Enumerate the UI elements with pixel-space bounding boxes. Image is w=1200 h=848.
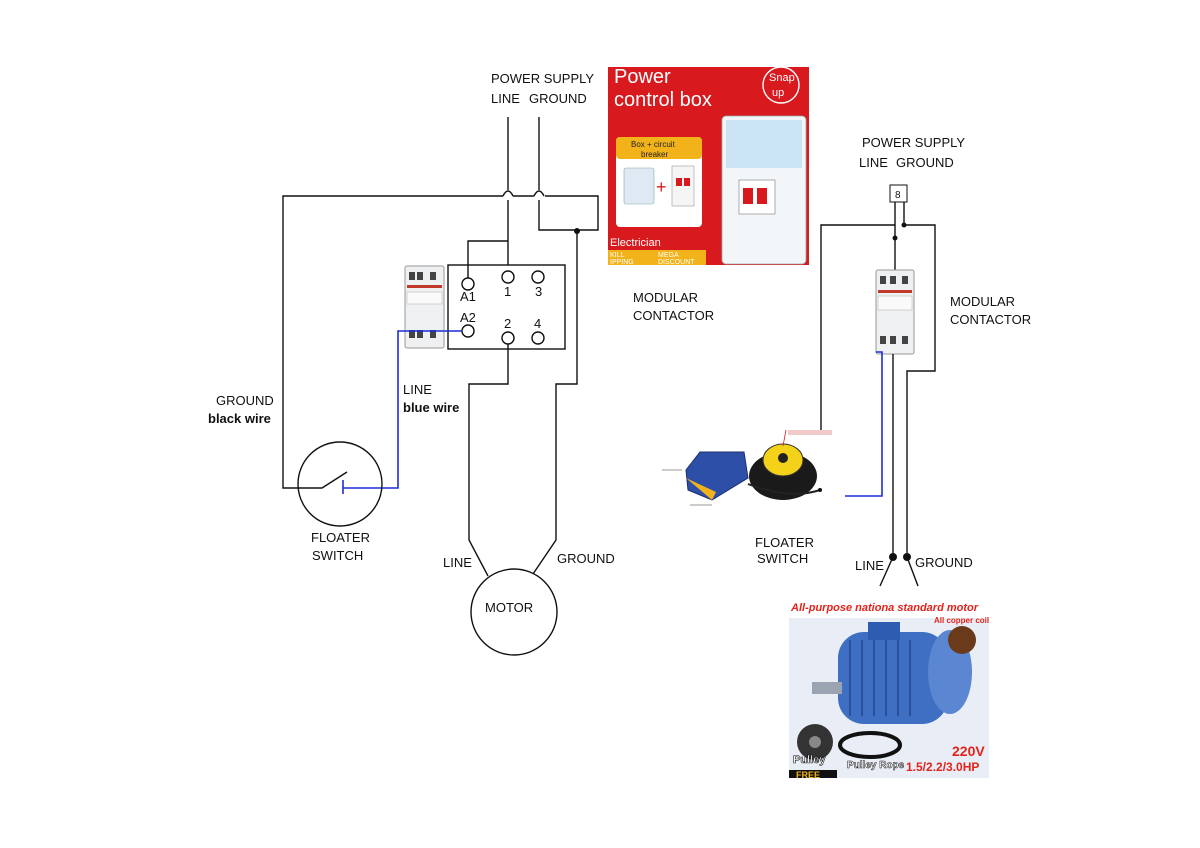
- card-caption-2: breaker: [641, 150, 668, 159]
- left-power-supply-line: LINE: [491, 91, 520, 106]
- free-label: FREE: [796, 770, 820, 780]
- power-control-box-ad: Power control box Snap up Box + circuit …: [608, 66, 809, 266]
- supply-ground-wire: [538, 117, 599, 231]
- right-floater-label-2: SWITCH: [757, 551, 808, 566]
- svg-text:IPPING: IPPING: [610, 259, 634, 266]
- ground-wire-label: GROUND: [216, 393, 274, 408]
- ad-footer-left: Electrician: [610, 237, 661, 249]
- label-a1: A1: [460, 289, 476, 304]
- left-power-supply-title: POWER SUPPLY: [491, 71, 594, 86]
- label-2: 2: [504, 316, 511, 331]
- motor-line-wire: [468, 344, 509, 577]
- terminal-3: [531, 270, 545, 284]
- right-motor-line-label: LINE: [855, 558, 884, 573]
- svg-text:+: +: [656, 177, 667, 197]
- motor-symbol: [470, 568, 558, 656]
- line-wire-color: blue wire: [403, 400, 459, 415]
- left-schematic: POWER SUPPLY LINE GROUND A1 1 3 A2 2 4: [208, 71, 714, 656]
- line-crossover: [502, 190, 514, 197]
- left-power-supply-ground: GROUND: [529, 91, 587, 106]
- terminal-1: [501, 270, 515, 284]
- label-3: 3: [535, 284, 542, 299]
- motor-line-label: LINE: [443, 555, 472, 570]
- line-blue-wire: [343, 330, 462, 489]
- right-motor-ground-label: GROUND: [915, 555, 973, 570]
- contactor-photo: [404, 265, 445, 349]
- ad-title-1: Power: [614, 66, 671, 88]
- floater-label-1: FLOATER: [311, 530, 370, 545]
- badge-line-1: Snap: [769, 72, 795, 84]
- ground-wire-color: black wire: [208, 411, 271, 426]
- motor-ad: All-purpose nationa standard motor All c…: [789, 592, 989, 780]
- floater-switch-photo: [640, 429, 845, 527]
- left-contactor-label-2: CONTACTOR: [633, 308, 714, 323]
- svg-text:8: 8: [895, 190, 901, 201]
- card-caption-1: Box + circuit: [631, 140, 676, 149]
- motor-ad-sub: All copper coil: [934, 616, 989, 625]
- motor-ad-headline: All-purpose nationa standard motor: [790, 602, 979, 614]
- right-power-supply-line: LINE: [859, 155, 888, 170]
- power-rating-label: 1.5/2.2/3.0HP: [906, 760, 979, 774]
- terminal-a1: [461, 277, 475, 291]
- left-contactor-label-1: MODULAR: [633, 290, 698, 305]
- right-floater-label-1: FLOATER: [755, 535, 814, 550]
- right-ground-wire: [820, 224, 895, 487]
- svg-text:DISCOUNT: DISCOUNT: [658, 259, 695, 266]
- motor-ground-wire: [532, 231, 578, 575]
- motor-ground-label: GROUND: [557, 551, 615, 566]
- svg-text:MEGA: MEGA: [658, 252, 679, 259]
- ground-black-wire: [282, 195, 503, 489]
- snap-up-badge: [762, 66, 800, 104]
- line-wire-label: LINE: [403, 382, 432, 397]
- right-contactor-label-1: MODULAR: [950, 294, 1015, 309]
- right-contactor-photo: [875, 269, 915, 355]
- pulley-rope-label: Pulley Rope: [847, 760, 905, 771]
- right-contactor-label-2: CONTACTOR: [950, 312, 1031, 327]
- label-4: 4: [534, 316, 541, 331]
- right-blue-wire: [820, 351, 883, 497]
- floater-label-2: SWITCH: [312, 548, 363, 563]
- label-a2: A2: [460, 310, 476, 325]
- motor-label: MOTOR: [485, 600, 533, 615]
- floater-switch-symbol: [297, 441, 383, 527]
- power-plug: [889, 184, 908, 203]
- ad-title-2: control box: [614, 89, 712, 111]
- right-motor-ground-wire: [904, 224, 936, 557]
- svg-text:KILL: KILL: [610, 252, 625, 259]
- right-schematic: POWER SUPPLY LINE GROUND 8 MODULAR CONTA…: [640, 135, 1031, 587]
- terminal-2: [501, 331, 515, 345]
- voltage-label: 220V: [952, 743, 985, 759]
- terminal-a2: [461, 324, 475, 338]
- pulley-label: Pulley: [793, 754, 826, 766]
- label-1: 1: [504, 284, 511, 299]
- right-power-supply-ground: GROUND: [896, 155, 954, 170]
- badge-line-2: up: [772, 87, 784, 99]
- a1-jumper: [467, 240, 508, 279]
- ground-crossover: [533, 190, 545, 197]
- right-power-supply-title: POWER SUPPLY: [862, 135, 965, 150]
- terminal-4: [531, 331, 545, 345]
